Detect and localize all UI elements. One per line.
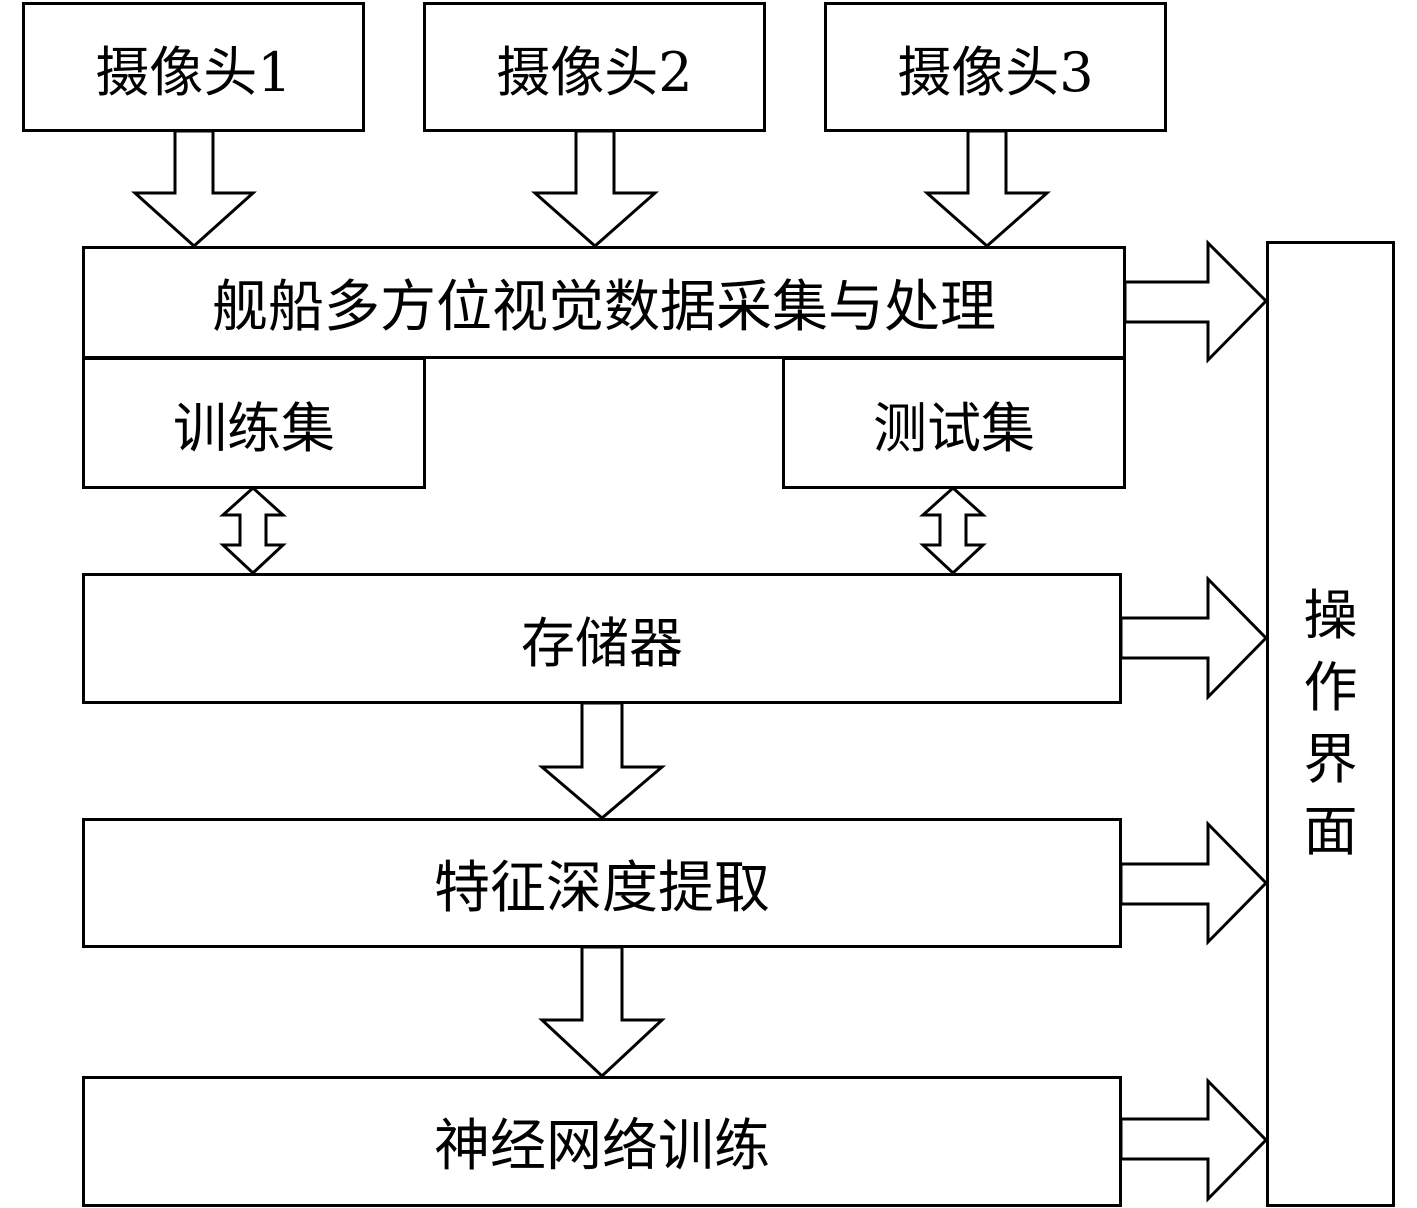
- camera-2-box: 摄像头2: [423, 2, 766, 132]
- operation-interface-char-4: 面: [1303, 800, 1358, 863]
- training-set-box: 训练集: [82, 357, 426, 489]
- arrow-storage-to-feature: [537, 701, 667, 820]
- storage-label: 存储器: [521, 612, 683, 675]
- storage-box: 存储器: [82, 573, 1122, 704]
- operation-interface-char-2: 作: [1303, 656, 1358, 719]
- test-set-label: 测试集: [873, 396, 1035, 460]
- arrow-testset-storage-bidirectional: [919, 485, 987, 576]
- arrow-camera2-down: [531, 129, 659, 249]
- camera-2-label: 摄像头2: [496, 40, 693, 104]
- data-acquisition-box: 舰船多方位视觉数据采集与处理: [82, 246, 1126, 359]
- arrow-feature-to-ui: [1119, 820, 1269, 946]
- operation-interface-box: 操 作 界 面: [1266, 241, 1395, 1207]
- camera-3-box: 摄像头3: [824, 2, 1167, 132]
- data-acquisition-label: 舰船多方位视觉数据采集与处理: [212, 275, 996, 340]
- arrow-camera3-down: [923, 129, 1051, 249]
- arrow-storage-to-ui: [1119, 575, 1269, 701]
- arrow-camera1-down: [131, 129, 257, 249]
- arrow-feature-to-training: [538, 945, 666, 1079]
- operation-interface-char-3: 界: [1303, 728, 1358, 791]
- test-set-box: 测试集: [782, 357, 1126, 489]
- camera-1-label: 摄像头1: [95, 40, 292, 104]
- arrow-acquisition-to-ui: [1123, 239, 1269, 364]
- nn-training-box: 神经网络训练: [82, 1076, 1122, 1207]
- feature-extraction-label: 特征深度提取: [434, 855, 770, 921]
- arrow-trainset-storage-bidirectional: [219, 485, 287, 576]
- training-set-label: 训练集: [173, 396, 335, 460]
- arrow-training-to-ui: [1119, 1077, 1269, 1203]
- camera-3-label: 摄像头3: [897, 40, 1094, 104]
- operation-interface-label: 操 作 界 面: [1304, 580, 1358, 868]
- feature-extraction-box: 特征深度提取: [82, 818, 1122, 948]
- nn-training-label: 神经网络训练: [434, 1114, 770, 1179]
- operation-interface-char-1: 操: [1303, 584, 1358, 647]
- camera-1-box: 摄像头1: [22, 2, 365, 132]
